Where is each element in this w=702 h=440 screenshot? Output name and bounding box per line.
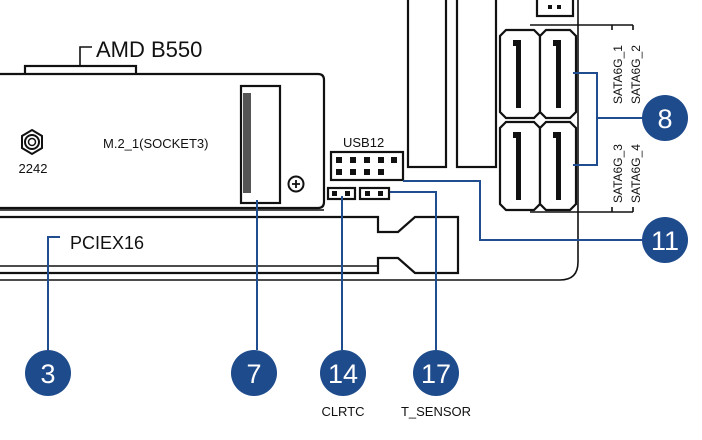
m2-slot-label: M.2_1(SOCKET3) bbox=[103, 136, 208, 151]
svg-text:17: 17 bbox=[421, 359, 451, 389]
m2-size-label: 2242 bbox=[19, 161, 48, 176]
callout-3: 3 bbox=[25, 350, 71, 396]
sata1-label: SATA6G_1 bbox=[611, 45, 625, 104]
screw-icon bbox=[287, 175, 305, 193]
m2-pins bbox=[243, 93, 251, 193]
t-sensor-label: T_SENSOR bbox=[401, 404, 471, 419]
leader-11 bbox=[403, 180, 645, 241]
chipset-leader bbox=[79, 46, 92, 66]
pcie-label: PCIEX16 bbox=[70, 233, 144, 253]
leader-17 bbox=[390, 191, 437, 350]
svg-text:3: 3 bbox=[40, 359, 55, 389]
t-sensor-header bbox=[358, 186, 391, 201]
callout-7: 7 bbox=[231, 350, 277, 396]
svg-text:7: 7 bbox=[246, 359, 261, 389]
chipset-label: AMD B550 bbox=[96, 37, 202, 62]
top-connector bbox=[535, 0, 575, 18]
usb-header-pins bbox=[336, 157, 397, 175]
pin bbox=[557, 5, 561, 9]
sata2-label: SATA6G_2 bbox=[629, 45, 643, 104]
leader-3 bbox=[47, 236, 60, 350]
standoff-icon bbox=[21, 128, 43, 156]
vertical-slot-1 bbox=[406, 0, 448, 169]
sata-bracket bbox=[530, 24, 634, 213]
svg-text:8: 8 bbox=[657, 104, 672, 134]
header-pins bbox=[332, 191, 383, 196]
pcie-slot bbox=[0, 215, 460, 275]
leader-8 bbox=[573, 72, 645, 166]
callout-17: 17 bbox=[413, 350, 459, 396]
usb-header bbox=[329, 150, 405, 182]
svg-text:11: 11 bbox=[651, 226, 679, 256]
callout-11: 11 bbox=[642, 217, 688, 263]
svg-text:14: 14 bbox=[328, 359, 358, 389]
callout-14: 14 bbox=[320, 350, 366, 396]
sata-connectors bbox=[498, 28, 578, 212]
clrtc-label: CLRTC bbox=[321, 404, 364, 419]
vertical-slot-2 bbox=[455, 0, 498, 169]
callout-8: 8 bbox=[642, 95, 688, 141]
sata3-label: SATA6G_3 bbox=[611, 144, 625, 203]
usb-header-label: USB12 bbox=[343, 135, 384, 150]
sata4-label: SATA6G_4 bbox=[629, 144, 643, 203]
pin bbox=[548, 5, 552, 9]
board-outline bbox=[0, 0, 579, 281]
